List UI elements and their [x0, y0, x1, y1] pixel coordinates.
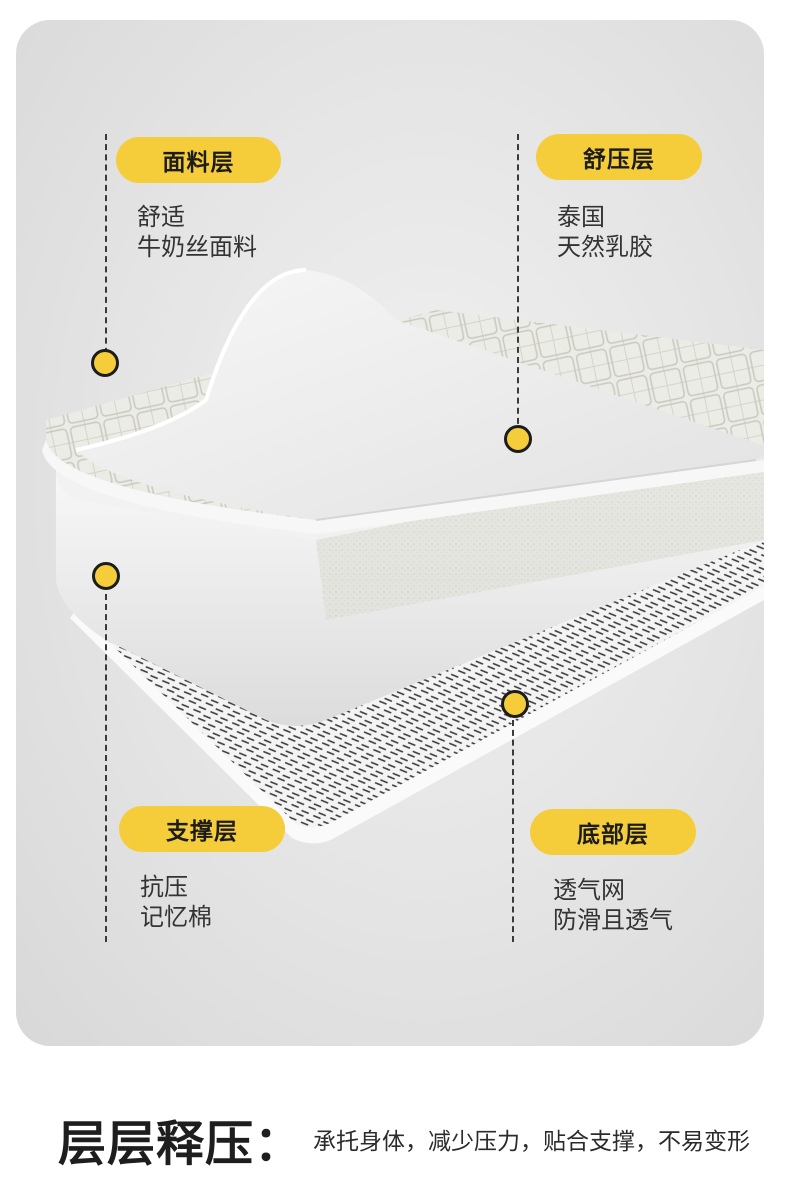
footer-subtitle: 承托身体，减少压力，贴合支撑，不易变形 — [313, 1129, 751, 1155]
layer-desc-top: 舒适 牛奶丝面料 — [137, 202, 257, 262]
footer-tagline: 层层释压： 承托身体，减少压力，贴合支撑，不易变形 — [58, 1104, 750, 1174]
layer-desc-comfort-line2: 天然乳胶 — [557, 233, 653, 261]
layer-desc-comfort: 泰国 天然乳胶 — [557, 202, 653, 262]
layer-title-support: 支撑层 — [119, 806, 285, 852]
layer-title-top: 面料层 — [116, 137, 281, 183]
layer-desc-top-line1: 舒适 — [137, 203, 185, 231]
layer-desc-bottom-line2: 防滑且透气 — [553, 906, 673, 934]
guide-line-top-left — [105, 134, 107, 364]
marker-dot-top — [91, 349, 119, 377]
marker-dot-bottom — [501, 690, 529, 718]
guide-line-bottom-right — [512, 720, 514, 942]
marker-dot-support — [92, 562, 120, 590]
layer-desc-support-line2: 记忆棉 — [140, 903, 212, 931]
layer-desc-bottom: 透气网 防滑且透气 — [553, 875, 673, 935]
marker-dot-comfort — [504, 425, 532, 453]
layer-title-bottom: 底部层 — [530, 809, 696, 855]
mattress-layers-illustration — [42, 268, 764, 844]
layer-desc-bottom-line1: 透气网 — [553, 876, 625, 904]
guide-line-top-right — [517, 134, 519, 434]
layer-desc-support: 抗压 记忆棉 — [140, 872, 212, 932]
layer-desc-top-line2: 牛奶丝面料 — [137, 233, 257, 261]
footer-title: 层层释压： — [58, 1116, 304, 1172]
layer-title-comfort: 舒压层 — [536, 134, 702, 180]
layer-desc-support-line1: 抗压 — [140, 873, 188, 901]
layer-desc-comfort-line1: 泰国 — [557, 203, 605, 231]
product-panel: 面料层 舒适 牛奶丝面料 舒压层 泰国 天然乳胶 支撑层 抗压 记忆棉 底部层 … — [16, 20, 764, 1046]
guide-line-bottom-left — [105, 594, 107, 942]
